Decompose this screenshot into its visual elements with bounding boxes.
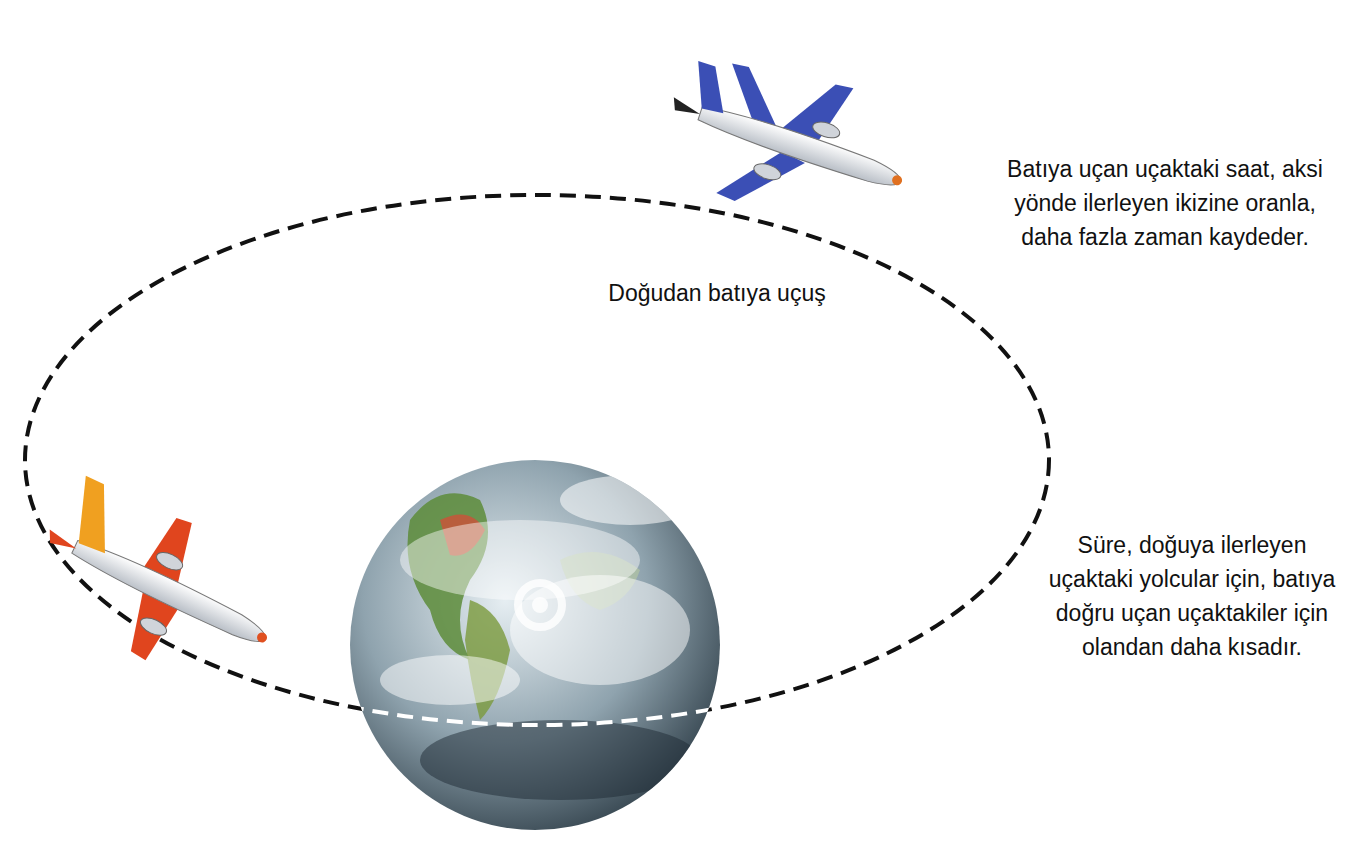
note-text: Batıya uçan uçaktaki saat, aksi yönde il… xyxy=(1000,152,1330,254)
path-label: Doğudan batıya uçuş xyxy=(608,276,825,310)
eastbound-airplane xyxy=(17,470,298,703)
westbound-airplane xyxy=(649,36,925,248)
earth-globe xyxy=(25,195,1049,830)
note-text: Süre, doğuya ilerleyen uçaktaki yolcular… xyxy=(1042,528,1342,664)
flight-path xyxy=(25,195,1049,725)
